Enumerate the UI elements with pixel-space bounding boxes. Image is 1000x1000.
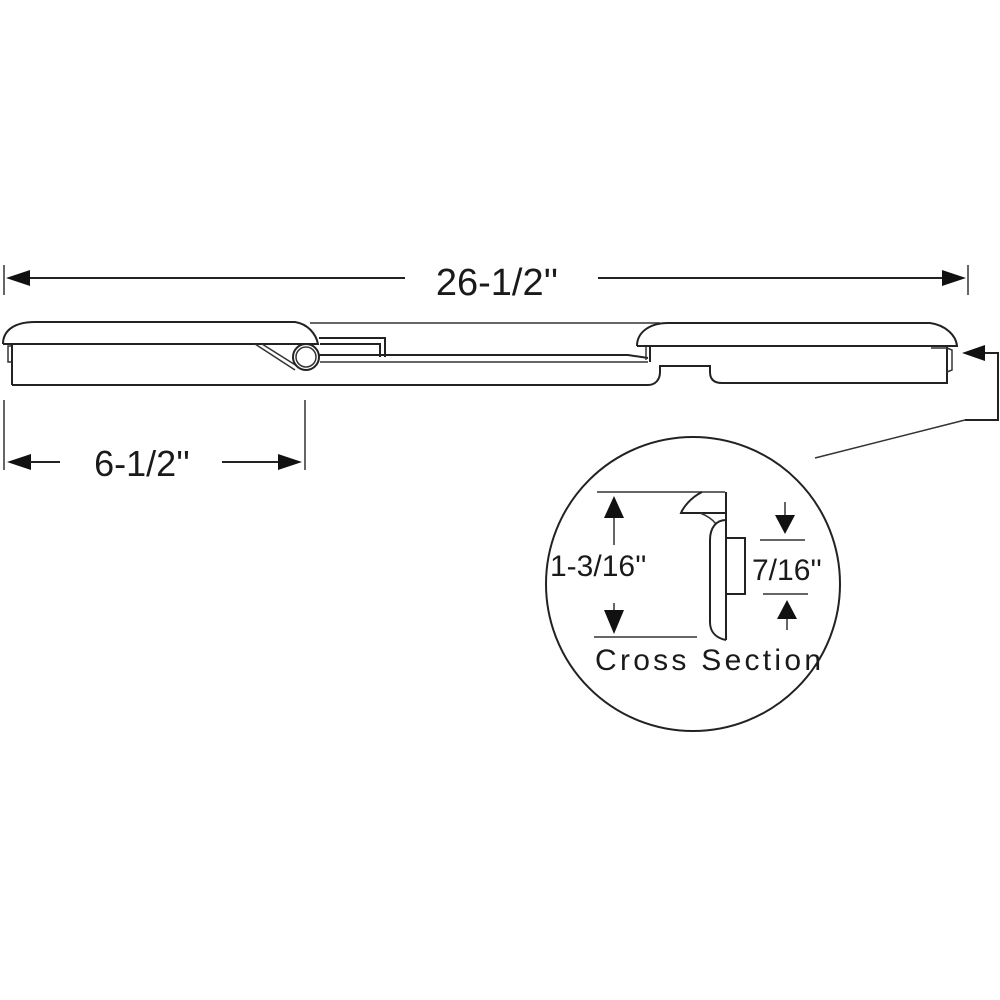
cross-section-pointer bbox=[814, 345, 999, 459]
hinge-offset-dimension: 6-1/2'' bbox=[3, 400, 306, 484]
cross-section-height-label: 1-3/16'' bbox=[550, 550, 647, 583]
hinge-offset-label: 6-1/2'' bbox=[94, 443, 190, 484]
cross-section-depth-label: 7/16'' bbox=[752, 554, 822, 587]
overall-length-label: 26-1/2'' bbox=[436, 262, 558, 304]
cross-section-detail: 1-3/16'' 7/16'' Cross Section bbox=[545, 436, 841, 732]
overall-length-dimension: 26-1/2'' bbox=[3, 262, 969, 304]
cross-section-caption: Cross Section bbox=[595, 644, 821, 677]
part-side-view bbox=[2, 321, 959, 386]
